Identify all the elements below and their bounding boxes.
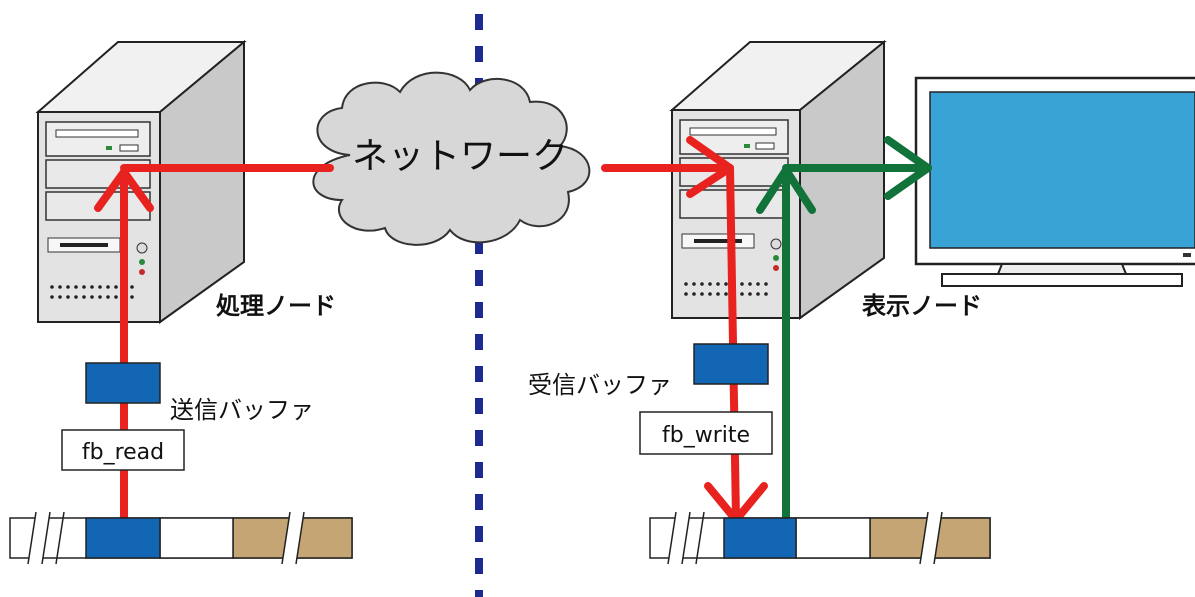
fb-read-box — [61, 429, 185, 471]
processing-node-label: 処理ノード — [216, 292, 336, 320]
frame-buffer-right-active-cell — [723, 517, 797, 559]
network-cloud — [312, 71, 591, 246]
network-label: ネットワーク — [352, 136, 568, 177]
receive-buffer — [693, 343, 769, 385]
display-flow — [756, 136, 932, 522]
fb-read-label: fb_read — [82, 440, 164, 465]
display-node-label: 表示ノード — [862, 292, 982, 320]
fb-write-box — [639, 411, 773, 455]
fb-write-label: fb_write — [662, 423, 750, 448]
monitor-screen — [929, 91, 1195, 249]
processing-node-computer — [35, 39, 247, 324]
frame-buffer-right — [649, 511, 991, 565]
frame-buffer-left-active-cell — [85, 517, 161, 559]
monitor — [914, 76, 1195, 287]
frame-buffer-left — [9, 511, 353, 565]
receive-buffer-label: 受信バッファ — [528, 371, 672, 399]
send-buffer — [85, 362, 161, 404]
send-buffer-label: 送信バッファ — [170, 396, 314, 424]
